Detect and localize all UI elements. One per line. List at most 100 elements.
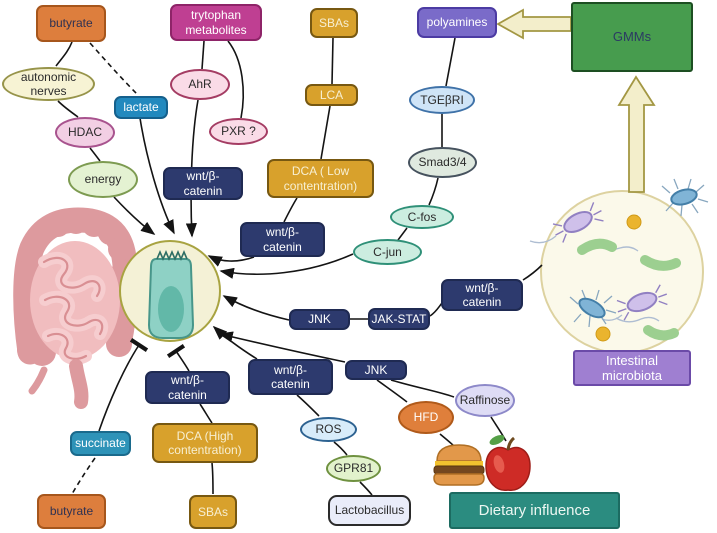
purple-bacterium <box>616 284 668 321</box>
wnt-label-line2: catenin <box>183 183 223 198</box>
yellow-microbe <box>595 326 611 342</box>
edge-ros-to-gpr81 <box>333 441 348 456</box>
edge-energy-to-cell <box>113 196 156 235</box>
energy-ellipse: energy <box>68 161 138 198</box>
block-arrow-left-icon <box>496 8 572 40</box>
edge-jnk2-to-raffinose <box>390 379 455 398</box>
jak-stat-box: JAK-STAT <box>368 308 430 330</box>
autonomic-label-line1: autonomic <box>20 69 77 84</box>
ahr-label: AhR <box>188 77 212 92</box>
gmms-label: GMMs <box>612 29 652 45</box>
purple-bacterium <box>552 202 604 243</box>
edge-dca-low-to-wnt <box>283 197 298 223</box>
lca-box: LCA <box>305 84 358 106</box>
edge-cfos-to-cjun <box>397 227 408 241</box>
edge-sbas-to-lca <box>331 37 334 85</box>
blue-bacterium <box>661 178 709 217</box>
ros-ellipse: ROS <box>300 417 357 442</box>
butyrate-label: butyrate <box>49 504 94 519</box>
jnk-box-1: JNK <box>289 309 350 330</box>
tgfbri-ellipse: TGEβRI <box>409 86 475 114</box>
edge-jnk2-to-hfd <box>376 379 408 403</box>
cjun-ellipse: C-jun <box>353 239 422 265</box>
wnt-label-line1: wnt/β- <box>171 373 204 388</box>
dietary-influence-label: Dietary influence <box>478 501 591 519</box>
wnt-b-catenin-box-3: wnt/β- catenin <box>441 279 523 311</box>
butyrate-box-top: butyrate <box>36 5 106 42</box>
edge-lca-to-dca-low <box>320 105 331 160</box>
dca-low-box: DCA ( Low contentration) <box>267 159 374 198</box>
tryptophan-label-line2: metabolites <box>185 22 247 37</box>
succinate-label: succinate <box>75 436 126 451</box>
microbiota-label-line2: microbiota <box>602 368 662 383</box>
hdac-ellipse: HDAC <box>55 117 115 148</box>
ahr-ellipse: AhR <box>170 69 230 100</box>
cfos-label: C-fos <box>407 209 437 224</box>
butyrate-box-bottom: butyrate <box>37 494 106 529</box>
wnt-b-catenin-box-2: wnt/β- catenin <box>240 222 325 257</box>
blue-bacterium <box>569 289 617 328</box>
energy-label: energy <box>84 172 122 187</box>
jnk-label: JNK <box>308 312 331 327</box>
pxr-ellipse: PXR ? <box>209 118 268 145</box>
intestine-illustration <box>13 207 139 409</box>
hdac-label: HDAC <box>67 125 102 140</box>
edge-polyamines-to-tgfbri <box>445 37 456 87</box>
autonomic-nerves-ellipse: autonomic nerves <box>2 67 95 101</box>
edge-wnt-inhibits-cell <box>166 343 190 372</box>
lactobacillus-label: Lactobacillus <box>334 503 405 518</box>
wnt-b-catenin-box-1: wnt/β- catenin <box>163 167 243 200</box>
edge-tryptophan-to-ahr <box>201 40 205 70</box>
lactate-box: lactate <box>114 96 168 119</box>
tryptophan-label-line1: trytophan <box>190 8 242 23</box>
pxr-label: PXR ? <box>221 124 256 139</box>
wnt-label-line1: wnt/β- <box>266 225 299 240</box>
wnt-label-line1: wnt/β- <box>465 280 499 295</box>
edge-butyrate-to-lactate <box>89 42 139 96</box>
jnk-label: JNK <box>364 362 388 377</box>
cjun-label: C-jun <box>373 244 402 259</box>
edge-succinate-inhibits-cell <box>98 338 149 432</box>
dca-low-label-line1: DCA ( Low <box>291 164 350 179</box>
dca-low-label-line2: contentration) <box>283 178 358 193</box>
edge-wnt-to-ros <box>296 394 320 417</box>
edge-raffinose-to-apple <box>490 416 507 442</box>
edge-jnk-to-cell <box>222 295 290 321</box>
jak-stat-label: JAK-STAT <box>371 311 427 326</box>
edge-smad-to-cfos <box>428 177 439 206</box>
sbas-box-bottom: SBAs <box>189 495 237 529</box>
autonomic-label-line2: nerves <box>30 84 67 98</box>
edge-tryptophan-to-pxr <box>227 40 245 119</box>
edge-butyrate-to-autonomic-nerves <box>55 41 73 67</box>
wnt-label-line1: wnt/β- <box>274 362 307 377</box>
wnt-label-line2: catenin <box>271 377 310 391</box>
polyamines-label: polyamines <box>426 15 488 30</box>
raffinose-label: Raffinose <box>459 393 511 408</box>
lactobacillus-box: Lactobacillus <box>328 495 411 526</box>
green-bacteria <box>577 238 681 341</box>
cfos-ellipse: C-fos <box>390 205 454 229</box>
polyamines-box: polyamines <box>417 7 497 38</box>
gut-bacteria-illustration <box>529 178 709 354</box>
sbas-label: SBAs <box>318 15 349 30</box>
tryptophan-metabolites-box: trytophan metabolites <box>170 4 262 41</box>
dca-high-label-line1: DCA (High <box>176 428 234 443</box>
edge-cjun-to-cell <box>219 253 354 279</box>
intestinal-microbiota-box: Intestinal microbiota <box>573 350 691 386</box>
edge-wnt-to-cell <box>207 255 255 267</box>
connector-lines <box>55 37 543 496</box>
sbas-label: SBAs <box>197 504 228 519</box>
block-arrow-up-icon <box>617 75 656 193</box>
edge-dca-high-to-sbas <box>211 462 214 495</box>
hfd-ellipse: HFD <box>398 401 454 434</box>
edge-autonomic-nerves-to-hdac <box>57 100 79 118</box>
wnt-b-catenin-box-4: wnt/β- catenin <box>248 359 333 395</box>
succinate-box: succinate <box>70 431 131 456</box>
ros-label: ROS <box>315 422 342 437</box>
microbiota-label-line1: Intestinal <box>605 352 659 368</box>
sbas-box-top: SBAs <box>310 8 358 38</box>
dietary-influence-box: Dietary influence <box>449 492 620 529</box>
hfd-label: HFD <box>413 410 439 425</box>
raffinose-ellipse: Raffinose <box>455 384 515 417</box>
